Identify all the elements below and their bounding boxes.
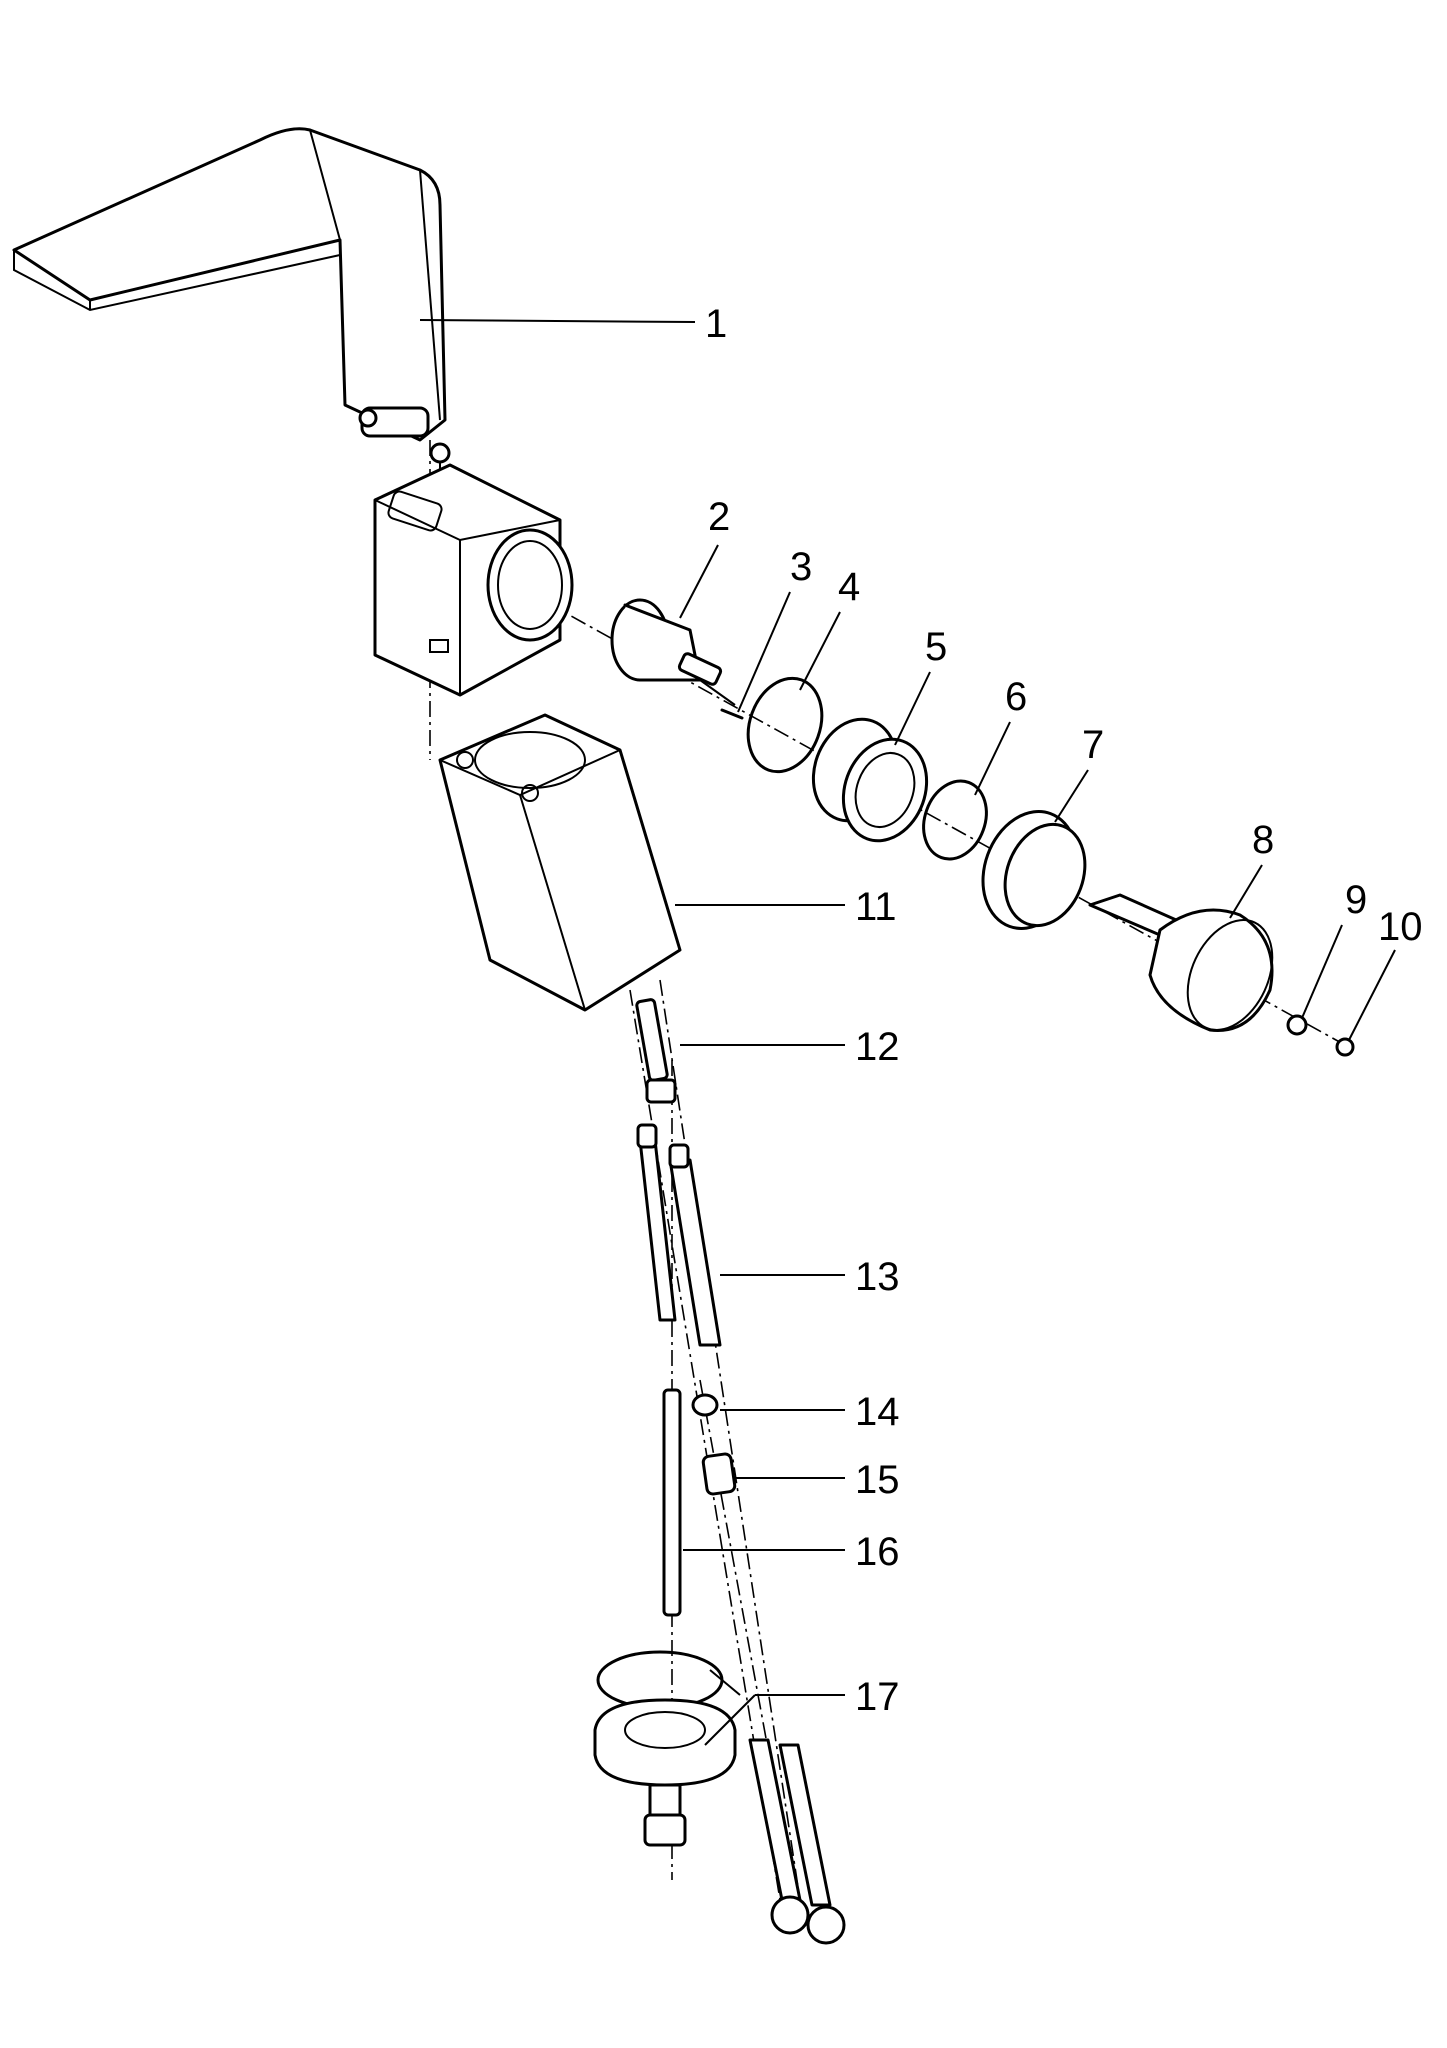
cover-ring-part-7 [981, 810, 1087, 930]
spout-part-1 [12, 127, 451, 478]
cap-part-10 [1335, 1037, 1355, 1057]
sleeve-part-15 [701, 1452, 737, 1496]
callout-16: 16 [855, 1530, 900, 1574]
threaded-ring-part-5 [811, 717, 929, 843]
leader-lines [419, 319, 1396, 1746]
callout-7: 7 [1082, 723, 1104, 767]
callout-5: 5 [925, 625, 947, 669]
hose-part-13 [636, 1123, 722, 1347]
washer-part-14 [691, 1393, 719, 1417]
callout-12: 12 [855, 1025, 900, 1069]
callout-15: 15 [855, 1458, 900, 1502]
callout-labels: 1 2 3 4 5 6 7 8 9 10 11 12 13 14 15 16 1… [705, 302, 1423, 1719]
callout-2: 2 [708, 495, 730, 539]
callout-17: 17 [855, 1675, 900, 1719]
callout-10: 10 [1378, 905, 1423, 949]
cartridge-part-2 [610, 598, 736, 706]
base-block-part-11 [438, 713, 682, 1012]
callout-3: 3 [790, 545, 812, 589]
callout-8: 8 [1252, 818, 1274, 862]
screw-part-9 [1286, 1014, 1308, 1036]
threaded-rod-part-16 [662, 1388, 682, 1617]
callout-11: 11 [855, 885, 897, 929]
callout-14: 14 [855, 1390, 900, 1434]
callout-9: 9 [1345, 878, 1367, 922]
o-ring-part-4 [746, 676, 824, 774]
handle-part-8 [1088, 893, 1274, 1032]
callout-13: 13 [855, 1255, 900, 1299]
threaded-stud-part-12 [635, 998, 677, 1104]
mounting-set-part-17 [593, 1650, 846, 1945]
callout-6: 6 [1005, 675, 1027, 719]
callout-4: 4 [838, 565, 860, 609]
o-ring-part-6 [922, 779, 988, 861]
valve-housing-block [373, 463, 574, 697]
callout-1: 1 [705, 302, 727, 346]
pin-part-3 [720, 708, 744, 720]
